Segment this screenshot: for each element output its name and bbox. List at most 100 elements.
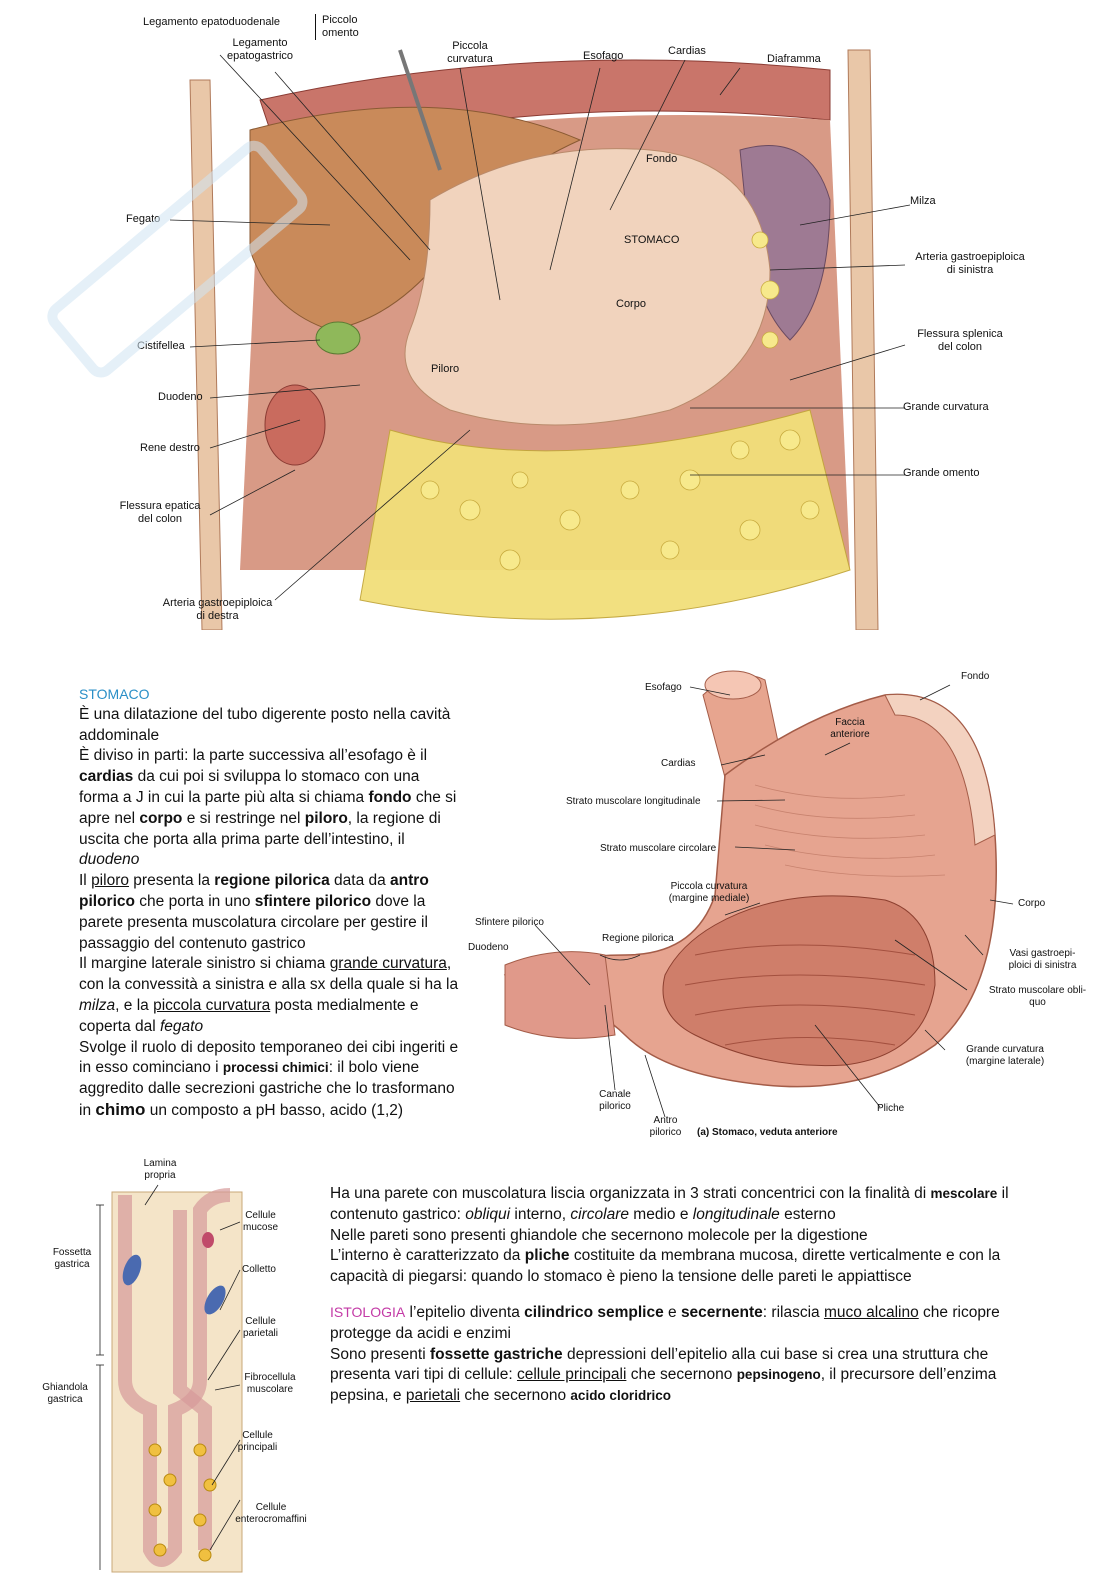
label2-cardias: Cardias — [661, 758, 696, 769]
section-heading-istologia: ISTOLOGIA — [330, 1303, 406, 1320]
label2-regione-pilorica: Regione pilorica — [602, 933, 674, 944]
paragraph-pliche: L’interno è caratterizzato da pliche cos… — [330, 1246, 1030, 1288]
label2-faccia-anteriore: Faccia anteriore — [820, 717, 880, 741]
label-legamento-epatogastrico-line1: Legamento — [232, 37, 288, 49]
term-circolare: circolare — [570, 1205, 629, 1223]
term-muco-alcalino: muco alcalino — [823, 1303, 919, 1321]
label3-mucose-line2: mucose — [242, 1222, 278, 1233]
text-run: Il — [79, 872, 92, 890]
term-pliche: pliche — [524, 1247, 570, 1265]
text-run: costituite da membrana mucosa, dirette v… — [330, 1247, 1001, 1286]
term-regione-pilorica: regione pilorica — [214, 872, 330, 890]
term-grande-curvatura: grande curvatura — [329, 955, 447, 973]
label2-antro-pilorico: Antro pilorico — [643, 1115, 688, 1139]
term-fossette-gastriche: fossette gastriche — [429, 1345, 563, 1363]
text-run: L’interno è caratterizzato da — [330, 1247, 525, 1265]
text-run: che secernono — [626, 1366, 737, 1384]
term-parietali: parietali — [405, 1387, 461, 1405]
abdominal-anatomy-figure: Legamento epatoduodenale Legamento epato… — [110, 10, 1040, 631]
text-run: posta medialmente e coperta dal — [79, 996, 419, 1035]
text-run: , e la — [115, 996, 154, 1014]
label2-fondo: Fondo — [961, 671, 990, 682]
label-grande-omento: Grande omento — [903, 467, 980, 479]
label-arteria-destra-line1: Arteria gastroepiploica — [162, 597, 273, 609]
label3-colletto: Colletto — [242, 1264, 276, 1275]
text-run: È diviso in parti: la parte successiva a… — [79, 747, 428, 765]
term-processi-chimici: processi chimici — [222, 1060, 329, 1076]
label-piccolo-omento-line2: omento — [322, 27, 359, 39]
text-run: depressioni dell’epitelio alla cui base … — [330, 1345, 989, 1384]
text-run: e si restringe nel — [182, 809, 305, 827]
label3-lamina-line2: propria — [144, 1170, 176, 1181]
label2-antro-line2: pilorico — [649, 1127, 682, 1138]
text-run: Svolge il ruolo di deposito temporaneo d… — [79, 1038, 459, 1077]
label3-entero-line2: enterocromaffini — [235, 1514, 307, 1525]
text-run: che ricopre protegge da acidi e enzimi — [330, 1303, 1000, 1342]
label2-faccia-line1: Faccia — [835, 717, 865, 728]
text-run: interno, — [510, 1205, 571, 1223]
label3-fossetta-line2: gastrica — [54, 1259, 90, 1270]
label2-antro-line1: Antro — [653, 1115, 678, 1126]
term-fegato: fegato — [160, 1017, 204, 1035]
label2-vasi-line2: ploici di sinistra — [1008, 960, 1077, 971]
label-piccolo-omento-line1: Piccolo — [322, 14, 358, 26]
label-esofago: Esofago — [583, 50, 624, 62]
label2-vasi-gastroepiploici: Vasi gastroepi- ploici di sinistra — [995, 948, 1090, 972]
text-run: un composto a pH basso, acido (1,2) — [145, 1101, 404, 1119]
term-piccola-curvatura: piccola curvatura — [153, 996, 271, 1014]
stomach-anterior-figure: Esofago Fondo Faccia anteriore Cardias S… — [465, 655, 1095, 1145]
label-legamento-epatogastrico: Legamento epatogastrico — [225, 37, 295, 63]
paragraph-muscle-layers: Ha una parete con muscolatura liscia org… — [330, 1184, 1030, 1226]
label2-canale-line1: Canale — [599, 1089, 631, 1100]
label2-strato-circolare: Strato muscolare circolare — [600, 843, 717, 854]
label3-fibro-line2: muscolare — [246, 1384, 294, 1395]
abdominal-anatomy-illustration — [169, 49, 911, 631]
label-cistifellea: Cistifellea — [137, 340, 185, 352]
label-arteria-gastroepiploica-sinistra: Arteria gastroepiploica di sinistra — [905, 251, 1035, 277]
label2-obliquo-line1: Strato muscolare obli- — [988, 985, 1087, 996]
label3-fossetta-gastrica: Fossetta gastrica — [42, 1247, 102, 1271]
paragraph-glands: Nelle pareti sono presenti ghiandole che… — [330, 1226, 868, 1244]
paragraph-piloro: Il piloro presenta la regione pilorica d… — [79, 871, 459, 954]
label-legamento-epatoduodenale: Legamento epatoduodenale — [143, 16, 281, 28]
text-run: data da — [329, 872, 391, 890]
label-piloro: Piloro — [431, 363, 460, 375]
label-piccola-curvatura-line2: curvatura — [447, 53, 493, 65]
label-fegato: Fegato — [126, 213, 161, 225]
label3-lamina-line1: Lamina — [143, 1158, 177, 1169]
label2-canale-line2: pilorico — [599, 1101, 631, 1112]
stomaco-histology-text: Ha una parete con muscolatura liscia org… — [330, 1184, 1030, 1407]
term-fondo: fondo — [368, 788, 412, 806]
term-cilindrico-semplice: cilindrico semplice — [524, 1303, 664, 1321]
label-grande-curvatura: Grande curvatura — [903, 401, 989, 413]
label-milza: Milza — [910, 195, 936, 207]
label2-sfintere-pilorico: Sfintere pilorico — [475, 917, 544, 928]
term-acido-cloridrico: acido cloridrico — [570, 1388, 671, 1404]
label2-obliquo-line2: quo — [1029, 997, 1046, 1008]
text-run: medio e — [628, 1205, 693, 1223]
stomach-anterior-illustration — [503, 670, 1014, 1118]
text-run: , la regione di uscita che porta alla pr… — [79, 809, 441, 848]
text-run: Il margine laterale sinistro si chiama — [79, 955, 330, 973]
text-run: dove la parete presenta muscolatura circ… — [79, 892, 428, 952]
label3-parietali-line2: parietali — [242, 1328, 279, 1339]
label3-principali-line2: principali — [237, 1442, 278, 1453]
label-diaframma: Diaframma — [767, 53, 821, 65]
text-run: il contenuto gastrico: — [330, 1185, 1009, 1223]
text-run: : il bolo viene aggredito dalle secrezio… — [79, 1059, 455, 1119]
label3-cellule-principali: Cellule principali — [230, 1430, 285, 1454]
term-sfintere-pilorico: sfintere pilorico — [254, 892, 372, 910]
label2-canale-pilorico: Canale pilorico — [590, 1089, 640, 1113]
stomaco-description: STOMACO È una dilatazione del tubo diger… — [79, 684, 459, 1122]
label2-duodeno: Duodeno — [468, 942, 509, 953]
term-piloro-underlined: piloro — [91, 872, 129, 890]
term-secernente: secernente — [680, 1303, 763, 1321]
paragraph-fossette: Sono presenti fossette gastriche depress… — [330, 1345, 1030, 1407]
term-longitudinale: longitudinale — [692, 1205, 780, 1223]
label-arteria-destra-line2: di destra — [196, 610, 239, 622]
text-run: Ha una parete con muscolatura liscia org… — [330, 1185, 931, 1202]
label-arteria-gastroepiploica-destra: Arteria gastroepiploica di destra — [150, 597, 285, 623]
label-arteria-sinistra-line1: Arteria gastroepiploica — [915, 251, 1025, 263]
text-run: e — [663, 1303, 681, 1321]
label3-parietali-line1: Cellule — [245, 1316, 276, 1327]
